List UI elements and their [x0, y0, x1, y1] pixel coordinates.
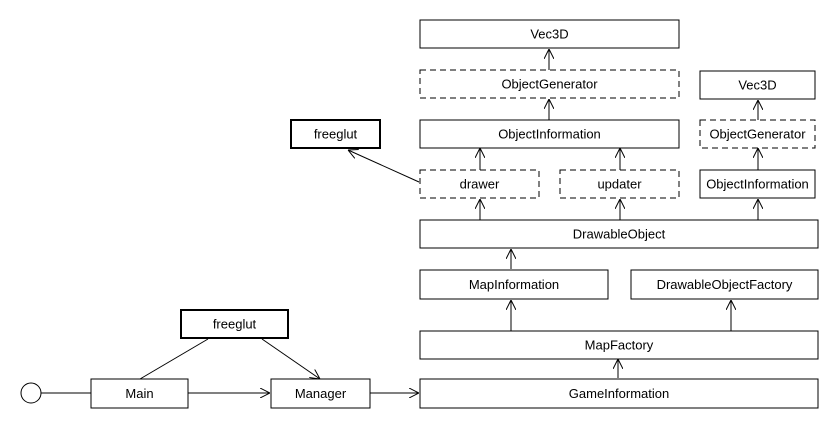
node-drawer[interactable]: drawer — [419, 169, 540, 199]
node-label: Vec3D — [738, 78, 776, 93]
node-label: MapFactory — [585, 338, 654, 353]
node-label: Manager — [295, 386, 347, 401]
node-objectgenerator-right[interactable]: ObjectGenerator — [699, 119, 816, 149]
node-label: freeglut — [213, 317, 257, 332]
node-label: freeglut — [314, 127, 358, 142]
node-vec3d-main[interactable]: Vec3D — [419, 19, 680, 49]
node-mapfactory[interactable]: MapFactory — [419, 330, 819, 360]
node-label: DrawableObject — [573, 227, 666, 242]
edge-freeglut-main — [139, 338, 209, 380]
node-manager[interactable]: Manager — [270, 378, 371, 409]
node-label: ObjectInformation — [498, 127, 601, 142]
edges — [41, 49, 758, 393]
node-updater[interactable]: updater — [559, 169, 680, 199]
node-drawableobjectfactory[interactable]: DrawableObjectFactory — [630, 269, 819, 300]
node-label: Vec3D — [530, 27, 568, 42]
node-label: GameInformation — [569, 386, 669, 401]
edge-drawer-freeglut — [348, 150, 420, 183]
edge-freeglut-manager — [261, 338, 320, 379]
node-objectinformation-right[interactable]: ObjectInformation — [699, 169, 816, 199]
node-label: drawer — [460, 177, 500, 192]
node-label: ObjectInformation — [706, 177, 809, 192]
start-node — [20, 382, 42, 404]
node-freeglut-bottom[interactable]: freeglut — [180, 309, 289, 339]
node-main[interactable]: Main — [90, 378, 189, 409]
node-drawableobject[interactable]: DrawableObject — [419, 219, 819, 249]
node-label: updater — [597, 177, 642, 192]
node-label: MapInformation — [469, 277, 559, 292]
node-label: Main — [125, 386, 153, 401]
node-mapinformation[interactable]: MapInformation — [419, 269, 609, 300]
node-objectinformation-main[interactable]: ObjectInformation — [419, 119, 680, 149]
node-vec3d-right[interactable]: Vec3D — [699, 70, 816, 100]
node-label: ObjectGenerator — [501, 77, 598, 92]
node-objectgenerator-main[interactable]: ObjectGenerator — [419, 69, 680, 99]
node-gameinformation[interactable]: GameInformation — [419, 378, 819, 409]
node-freeglut-top[interactable]: freeglut — [290, 119, 381, 149]
node-label: DrawableObjectFactory — [657, 277, 793, 292]
node-label: ObjectGenerator — [709, 127, 806, 142]
